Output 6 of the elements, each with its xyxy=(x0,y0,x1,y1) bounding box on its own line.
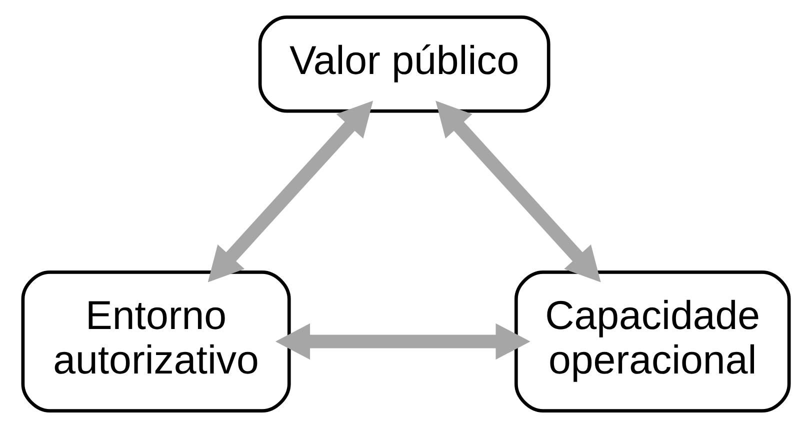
node-box: Capacidade operacional xyxy=(514,270,791,413)
arrow xyxy=(275,323,530,360)
node-box: Entorno autorizativo xyxy=(21,270,291,413)
arrow xyxy=(208,100,374,282)
node-box: Valor público xyxy=(258,15,550,113)
arrow xyxy=(436,100,601,282)
